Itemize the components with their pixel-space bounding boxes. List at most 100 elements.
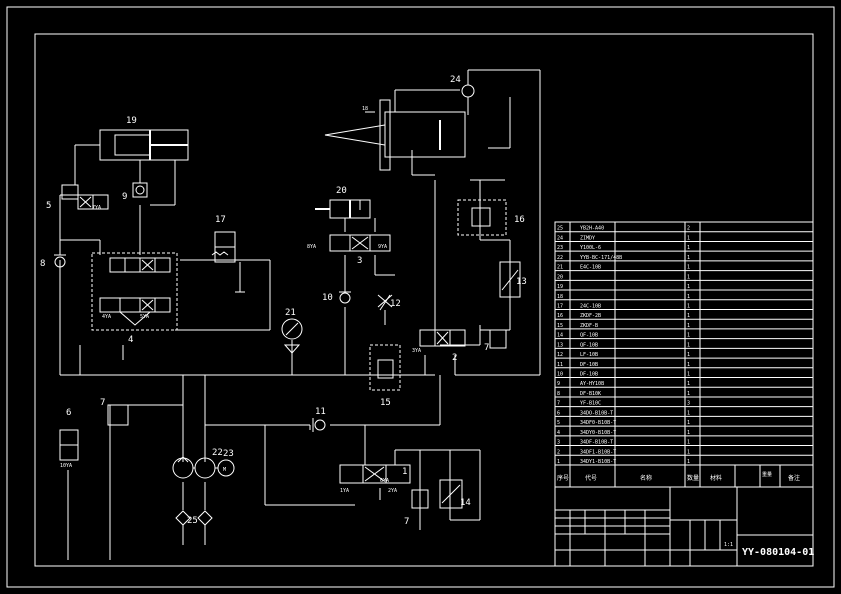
label-6: 6	[66, 408, 71, 418]
label-3: 3	[357, 256, 362, 266]
bom-cell-no: 4	[557, 430, 560, 436]
bom-cell-no: 13	[557, 342, 563, 348]
bom-cell-code: QF-10B	[580, 342, 598, 348]
valve-16	[457, 199, 507, 236]
solenoid-8ya: 8YA	[307, 244, 316, 250]
bom-cell-no: 24	[557, 235, 563, 241]
solenoid-10ya: 10YA	[60, 463, 72, 469]
bom-cell-code: YB2H-A40	[580, 226, 604, 232]
label-24: 24	[450, 75, 461, 85]
bom-cell-no: 5	[557, 420, 560, 426]
bom-header-no: 序号	[557, 474, 569, 482]
outer-frame	[6, 6, 835, 588]
valve-2	[419, 329, 466, 347]
bom-cell-no: 2	[557, 449, 560, 455]
label-7c: 7	[404, 517, 409, 527]
check-valve-11	[312, 418, 326, 432]
valve-5	[61, 184, 109, 210]
valve-3	[329, 234, 391, 252]
label-13: 13	[516, 277, 527, 287]
label-1: 1	[402, 467, 407, 477]
bom-cell-qty: 1	[687, 410, 690, 416]
label-25: 25	[187, 516, 198, 526]
bom-cell-qty: 1	[687, 381, 690, 387]
bom-cell-no: 1	[557, 459, 560, 465]
bom-cell-qty: 1	[687, 352, 690, 358]
bom-cell-qty: 3	[687, 401, 690, 407]
bom-cell-no: 15	[557, 323, 563, 329]
bom-cell-qty: 1	[687, 274, 690, 280]
motor-23	[215, 459, 235, 477]
throttle-12	[377, 294, 393, 311]
valve-15	[369, 344, 401, 391]
accumulator-24	[461, 84, 475, 98]
bom-cell-no: 25	[557, 226, 563, 232]
title-block: 1:1 YY-080104-01	[554, 486, 814, 567]
solenoid-1ya: 1YA	[340, 488, 349, 494]
label-15: 15	[380, 398, 391, 408]
relief-valve-7-right	[489, 329, 507, 349]
solenoid-4ya: 4YA	[102, 314, 111, 320]
bom-cell-qty: 1	[687, 323, 690, 329]
label-21: 21	[285, 308, 296, 318]
bom-header-name: 名称	[640, 474, 652, 482]
bom-cell-code: Y100L-6	[580, 245, 601, 251]
bom-cell-qty: 1	[687, 459, 690, 465]
bom-cell-code: YYB-BC-171/48B	[580, 255, 622, 261]
bom-cell-code: 34DF1-B10B-T	[580, 449, 616, 455]
solenoid-2ya: 2YA	[388, 488, 397, 494]
bom-cell-code: 34DF0-B10B-T	[580, 420, 616, 426]
cylinder-19	[99, 129, 189, 161]
solenoid-5ya: 5YA	[140, 314, 149, 320]
solenoid-3ya: 3YA	[412, 348, 421, 354]
bom-cell-code: DF-10B	[580, 362, 598, 368]
bom-cell-code: 34DY1-B10B-T	[580, 459, 616, 465]
label-23: 23	[223, 449, 234, 459]
bom-cell-no: 3	[557, 440, 560, 446]
bom-cell-qty: 1	[687, 372, 690, 378]
component-labels: 1 2 3 4 5 6 7 7 7 8 9 10 11 12 13 14 15 …	[40, 75, 527, 527]
bom-cell-qty: 1	[687, 294, 690, 300]
solenoid-9ya: 9YA	[378, 244, 387, 250]
bom-cell-qty: 1	[687, 420, 690, 426]
label-7a: 7	[100, 398, 105, 408]
solenoid-7ya: 7YA	[92, 205, 101, 211]
bom-cell-qty: 1	[687, 284, 690, 290]
pipelines	[59, 69, 541, 560]
bom-cell-no: 6	[557, 410, 560, 416]
bom-cell-no: 16	[557, 313, 563, 319]
bom-cell-code: AY-HY10B	[580, 381, 604, 387]
pressure-gauge-21	[281, 318, 303, 375]
bom-cell-qty: 1	[687, 235, 690, 241]
motor-symbol: M	[223, 467, 226, 473]
bom-cell-no: 18	[557, 294, 563, 300]
bom-cell-code: 34DY0-B10B-T	[580, 430, 616, 436]
label-12: 12	[390, 299, 401, 309]
label-9: 9	[122, 192, 127, 202]
label-20: 20	[336, 186, 347, 196]
bom-cell-no: 14	[557, 333, 563, 339]
label-16: 16	[514, 215, 525, 225]
bom-cell-qty: 1	[687, 245, 690, 251]
bom-cell-qty: 1	[687, 313, 690, 319]
bom-cell-code: 34DO-B10B-T	[580, 410, 613, 416]
bom-cell-code: DF-10B	[580, 372, 598, 378]
bom-cell-qty: 1	[687, 362, 690, 368]
main-cylinder-18	[324, 99, 466, 171]
bom-cell-code: 34DF-B10B-T	[580, 440, 613, 446]
label-22: 22	[212, 448, 223, 458]
relief-valve-7-lower	[411, 489, 429, 509]
bom-header-remark: 备注	[788, 474, 800, 482]
bom-cell-no: 11	[557, 362, 563, 368]
label-19: 19	[126, 116, 137, 126]
bom-cell-code: YF-B10C	[580, 401, 601, 407]
label-18: 18	[362, 106, 368, 112]
label-10: 10	[322, 293, 333, 303]
drawing-number: YY-080104-01	[742, 547, 814, 558]
relief-valve-7-left	[107, 404, 129, 426]
bom-cell-no: 8	[557, 391, 560, 397]
bom-cell-qty: 1	[687, 430, 690, 436]
label-14: 14	[460, 498, 471, 508]
bom-cell-no: 7	[557, 401, 560, 407]
